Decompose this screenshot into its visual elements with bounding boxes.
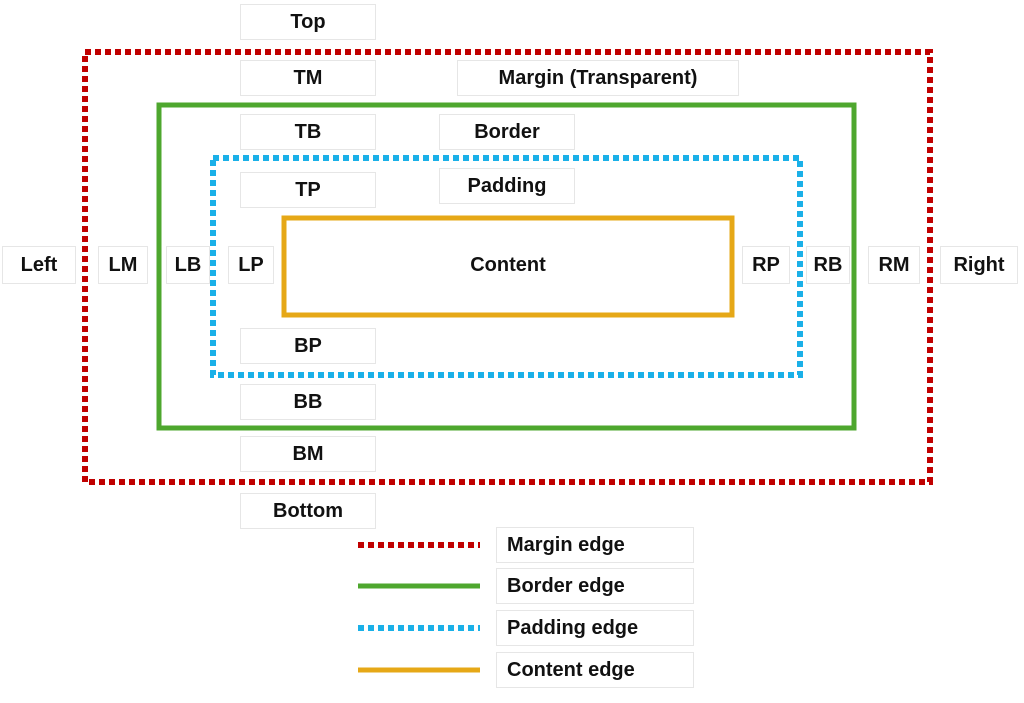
margin-edge-box — [82, 49, 933, 485]
label-bottom: Bottom — [240, 493, 376, 529]
label-right-padding: RP — [742, 246, 790, 284]
legend-label-content: Content edge — [496, 652, 694, 688]
label-left-border: LB — [166, 246, 210, 284]
label-top-padding: TP — [240, 172, 376, 208]
border-edge-box — [156, 102, 857, 431]
label-left-margin: LM — [98, 246, 148, 284]
label-padding-title: Padding — [439, 168, 575, 204]
label-bottom-border: BB — [240, 384, 376, 420]
legend-label-margin: Margin edge — [496, 527, 694, 563]
legend-label-border: Border edge — [496, 568, 694, 604]
label-top-border: TB — [240, 114, 376, 150]
label-bottom-margin: BM — [240, 436, 376, 472]
padding-edge-box — [210, 155, 803, 378]
label-right-border: RB — [806, 246, 850, 284]
label-top: Top — [240, 4, 376, 40]
content-edge-box — [281, 215, 735, 318]
label-margin-title: Margin (Transparent) — [457, 60, 739, 96]
label-right: Right — [940, 246, 1018, 284]
label-right-margin: RM — [868, 246, 920, 284]
legend-label-padding: Padding edge — [496, 610, 694, 646]
label-bottom-padding: BP — [240, 328, 376, 364]
label-top-margin: TM — [240, 60, 376, 96]
label-left-padding: LP — [228, 246, 274, 284]
label-left: Left — [2, 246, 76, 284]
label-content: Content — [420, 248, 596, 282]
label-border-title: Border — [439, 114, 575, 150]
